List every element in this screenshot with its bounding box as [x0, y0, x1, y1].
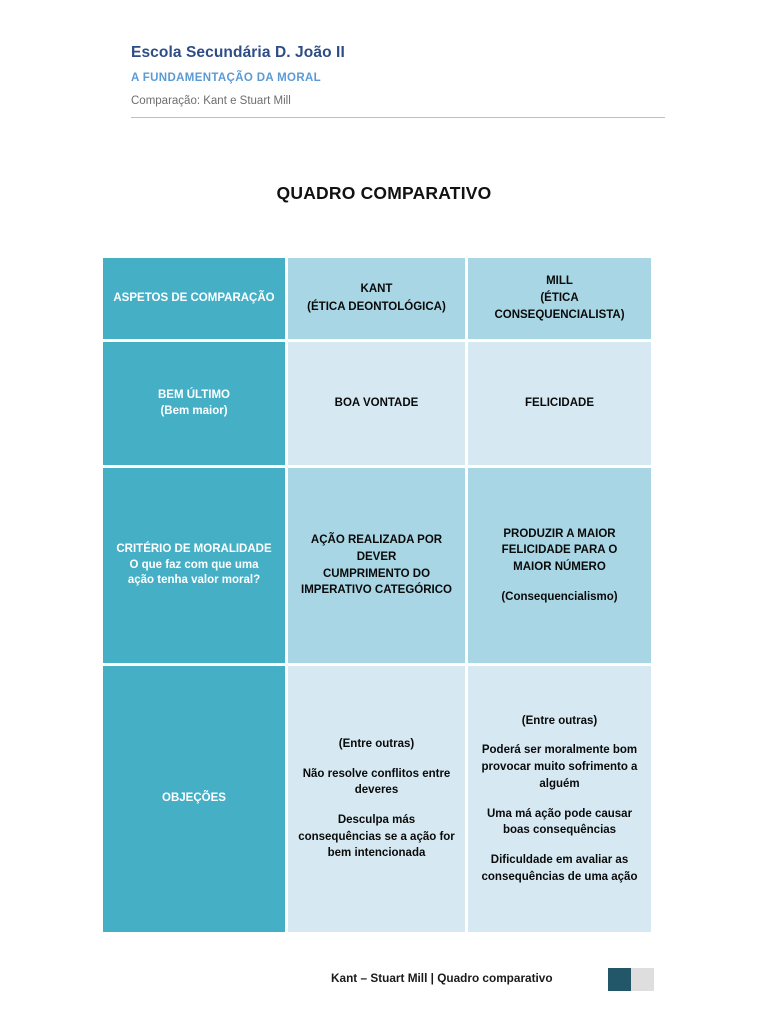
table-header-aspect: ASPETOS DE COMPARAÇÃO	[103, 258, 288, 342]
cell-spacer	[476, 839, 643, 852]
cell-text: (Consequencialismo)	[501, 590, 618, 603]
cell-spacer	[476, 729, 643, 742]
cell-text: IMPERATIVO CATEGÓRICO	[301, 584, 452, 597]
cell-spacer	[476, 793, 643, 806]
table-header-kant-sub: (ÉTICA DEONTOLÓGICA)	[307, 300, 446, 313]
table-row: CRITÉRIO DE MORALIDADE O que faz com que…	[103, 468, 651, 666]
row-bem-ultimo-mill: FELICIDADE	[468, 342, 651, 468]
school-name: Escola Secundária D. João II	[131, 44, 345, 61]
row-aspect-title: CRITÉRIO DE MORALIDADE	[116, 543, 272, 556]
table-header-kant: KANT (ÉTICA DEONTOLÓGICA)	[288, 258, 468, 342]
footer-swatches	[608, 968, 654, 991]
cell-text: (Entre outras)	[338, 737, 415, 750]
cell-text: DEVER	[356, 550, 397, 563]
cell-text: Dificuldade em avaliar as consequências …	[481, 853, 638, 883]
row-aspect-subtitle: (Bem maior)	[160, 404, 228, 417]
cell-text: Poderá ser moralmente bom provocar muito…	[481, 744, 638, 790]
cell-text: CUMPRIMENTO DO	[322, 567, 431, 580]
cell-text: (Entre outras)	[521, 714, 598, 727]
row-aspect-subtitle-line2: ação tenha valor moral?	[127, 574, 261, 587]
header-divider	[131, 117, 665, 119]
table-row: BEM ÚLTIMO (Bem maior) BOA VONTADE FELIC…	[103, 342, 651, 468]
row-objecoes-mill: (Entre outras) Poderá ser moralmente bom…	[468, 666, 651, 932]
table-header-mill-sub-line1: (ÉTICA	[540, 291, 579, 304]
page-title: QUADRO COMPARATIVO	[276, 183, 492, 203]
document-header: Escola Secundária D. João II A FUNDAMENT…	[131, 44, 665, 119]
cell-text: Uma má ação pode causar boas consequênci…	[486, 807, 633, 837]
cell-spacer	[296, 753, 457, 766]
cell-text: Desculpa más consequências se a ação for…	[298, 814, 455, 860]
cell-spacer	[296, 799, 457, 812]
table-row: OBJEÇÕES (Entre outras) Não resolve conf…	[103, 666, 651, 932]
cell-text: Não resolve conflitos entre deveres	[302, 767, 451, 797]
table-header-mill-title: MILL	[546, 274, 573, 287]
row-bem-ultimo-kant: BOA VONTADE	[288, 342, 468, 468]
table-header-kant-title: KANT	[360, 283, 393, 296]
footer-swatch-light	[631, 968, 654, 991]
row-objecoes-kant: (Entre outras) Não resolve conflitos ent…	[288, 666, 468, 932]
row-criterio-kant: AÇÃO REALIZADA POR DEVER CUMPRIMENTO DO …	[288, 468, 468, 666]
table-header-mill: MILL (ÉTICA CONSEQUENCIALISTA)	[468, 258, 651, 342]
cell-text: BOA VONTADE	[334, 397, 419, 410]
table-header-mill-sub-line2: CONSEQUENCIALISTA)	[494, 309, 625, 322]
table-header-aspect-label: ASPETOS DE COMPARAÇÃO	[113, 291, 275, 304]
row-criterio-mill: PRODUZIR A MAIOR FELICIDADE PARA O MAIOR…	[468, 468, 651, 666]
footer-swatch-dark	[608, 968, 631, 991]
table-header-row: ASPETOS DE COMPARAÇÃO KANT (ÉTICA DEONTO…	[103, 258, 651, 342]
row-aspect-bem-ultimo: BEM ÚLTIMO (Bem maior)	[103, 342, 288, 468]
cell-spacer	[476, 576, 643, 589]
cell-text: FELICIDADE PARA O	[501, 544, 618, 557]
document-subject: A FUNDAMENTAÇÃO DA MORAL	[131, 71, 322, 84]
cell-text: FELICIDADE	[525, 397, 594, 410]
row-aspect-title: BEM ÚLTIMO	[158, 388, 230, 401]
row-aspect-objecoes: OBJEÇÕES	[103, 666, 288, 932]
footer-label: Kant – Stuart Mill | Quadro comparativo	[331, 971, 553, 985]
cell-text: MAIOR NÚMERO	[513, 561, 606, 573]
row-aspect-criterio-moralidade: CRITÉRIO DE MORALIDADE O que faz com que…	[103, 468, 288, 666]
row-aspect-title: OBJEÇÕES	[162, 792, 226, 805]
comparison-table: ASPETOS DE COMPARAÇÃO KANT (ÉTICA DEONTO…	[103, 258, 651, 932]
cell-text: PRODUZIR A MAIOR	[503, 527, 616, 540]
document-caption: Comparação: Kant e Stuart Mill	[131, 95, 291, 108]
document-footer: Kant – Stuart Mill | Quadro comparativo	[0, 968, 768, 998]
row-aspect-subtitle-line1: O que faz com que uma	[129, 558, 259, 571]
cell-text: AÇÃO REALIZADA POR	[310, 534, 443, 547]
